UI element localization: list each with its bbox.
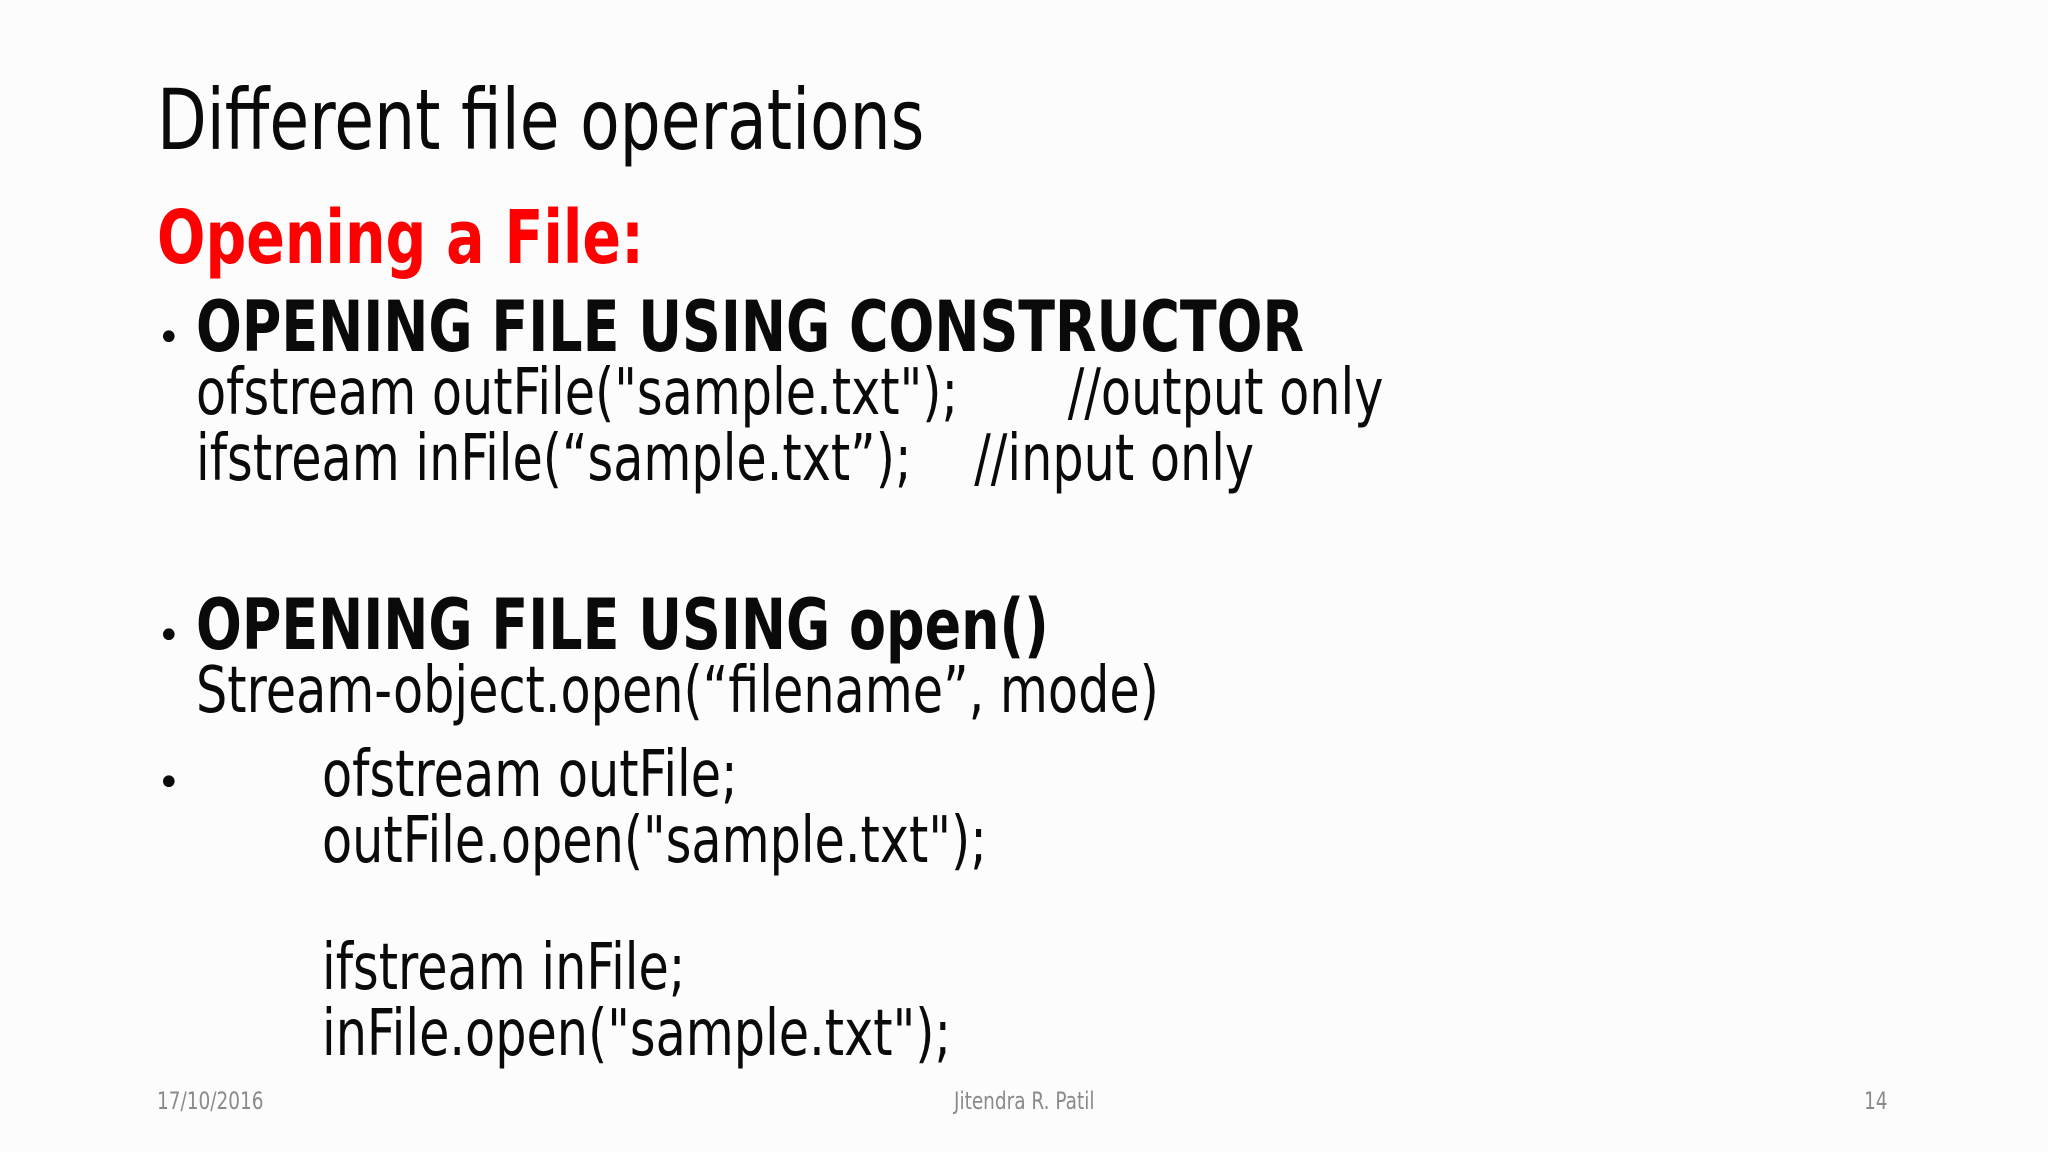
example-in-line-2: inFile.open("sample.txt"); [322,997,952,1071]
footer-author: Jitendra R. Patil [953,1087,1095,1115]
bullet-icon: • [157,760,181,806]
constructor-header-line: • OPENING FILE USING CONSTRUCTOR [157,286,1635,368]
example-in-line-1: ifstream inFile; [322,931,686,1005]
open-syntax-line: Stream-object.open(“filename”, mode) [196,654,1159,728]
section-heading: Opening a File: [157,195,789,281]
open-header: OPENING FILE USING open() [196,584,1049,666]
constructor-header: OPENING FILE USING CONSTRUCTOR [196,286,1304,368]
constructor-code-line-2: ifstream inFile(“sample.txt”); //input o… [196,422,1255,496]
bullet-icon: • [157,613,181,659]
section-heading-text: Opening a File: [157,195,644,281]
bullet-icon: • [157,315,181,361]
example-out-line-2: outFile.open("sample.txt"); [322,804,987,878]
slide-title-text: Different file operations [157,71,925,169]
footer-date: 17/10/2016 [157,1087,264,1115]
example-out-line-1: •ofstream outFile; [157,742,862,808]
open-header-line: • OPENING FILE USING open() [157,584,1304,666]
slide-title: Different file operations [157,72,1154,168]
constructor-code-line-1: ofstream outFile("sample.txt"); //output… [196,356,1384,430]
slide-number: 14 [1864,1087,1888,1115]
